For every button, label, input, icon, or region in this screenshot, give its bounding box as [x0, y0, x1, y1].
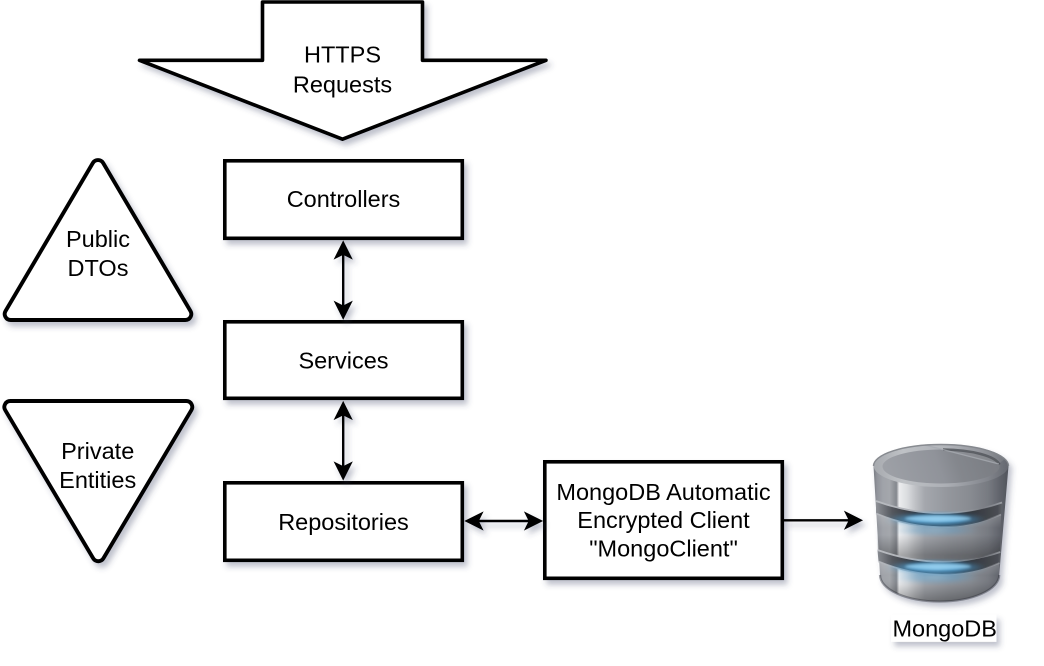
- svg-text:"MongoClient": "MongoClient": [589, 535, 738, 561]
- svg-text:HTTPS: HTTPS: [304, 41, 381, 67]
- svg-text:DTOs: DTOs: [68, 255, 129, 281]
- svg-text:Entities: Entities: [59, 467, 136, 493]
- svg-text:Repositories: Repositories: [278, 509, 409, 535]
- svg-text:Controllers: Controllers: [287, 186, 401, 212]
- svg-text:MongoDB: MongoDB: [892, 615, 997, 641]
- svg-text:Private: Private: [61, 438, 134, 464]
- svg-text:Public: Public: [66, 226, 130, 252]
- svg-text:Encrypted Client: Encrypted Client: [577, 507, 750, 533]
- svg-text:Services: Services: [298, 347, 388, 373]
- svg-text:Requests: Requests: [293, 72, 392, 98]
- svg-text:MongoDB Automatic: MongoDB Automatic: [556, 479, 770, 505]
